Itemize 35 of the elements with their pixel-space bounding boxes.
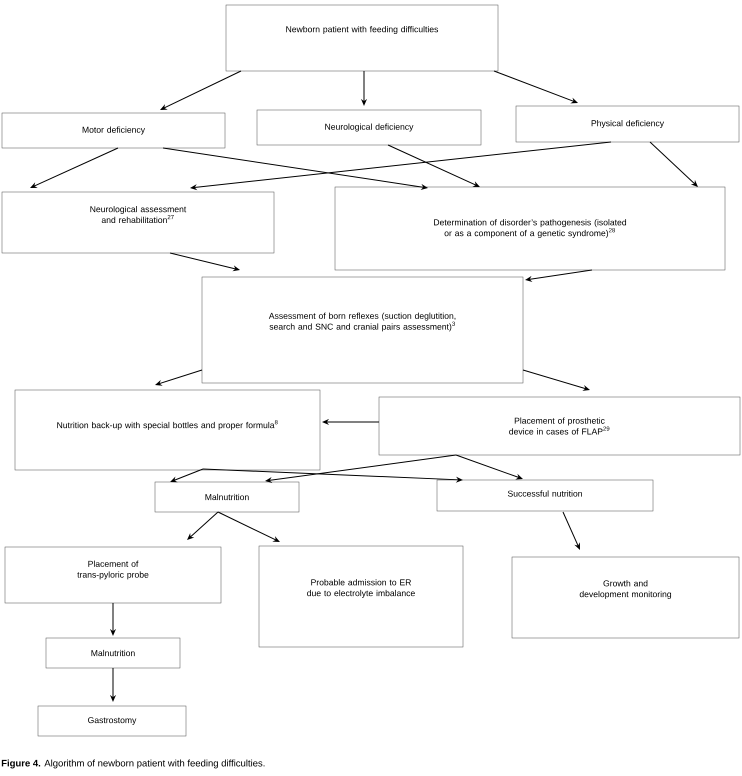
box-text: Gastrostomy <box>88 717 136 725</box>
box-text: Neurological deficiency <box>325 124 414 132</box>
process-box <box>334 186 726 270</box>
process-box <box>2 112 226 148</box>
box-text: Newborn patient with feeding difficulties <box>286 26 438 34</box>
box-text: Placement of prosthetic device in cases of FLAP$^{29}$ <box>509 417 610 435</box>
process-box <box>202 276 524 384</box>
process-box <box>258 546 464 648</box>
process-box <box>2 192 274 254</box>
box-text: Placement of trans-pyloric probe <box>77 560 148 580</box>
arrow <box>187 512 218 540</box>
process-box <box>226 4 498 72</box>
process-box <box>436 480 654 512</box>
box-text: Successful nutrition <box>508 490 582 497</box>
box-text: Neurological assessment and rehabilitation$^{27}$ <box>90 206 186 224</box>
box-text: Physical deficiency <box>592 120 664 128</box>
process-box <box>46 638 180 668</box>
process-box <box>256 110 482 146</box>
box-text: Malnutrition <box>91 650 135 656</box>
process-box <box>512 556 740 638</box>
process-box <box>378 396 740 456</box>
process-box <box>14 390 320 470</box>
box-text: Probable admission to ER due to electrolyte imbalance <box>307 579 415 598</box>
box-text: Nutrition back-up with special bottles and proper formula$^{8}$ <box>57 420 278 430</box>
process-box <box>154 482 300 512</box>
process-box <box>4 546 222 604</box>
figure-caption: Figure 4. Algorithm of newborn patient with feeding difficulties. <box>2 760 264 768</box>
arrow <box>650 142 698 187</box>
box-text: Determination of disorder’s pathogenesis (isolated or as a component of a genetic syndrome)$^{28}$ <box>434 219 626 238</box>
process-box <box>516 106 740 142</box>
box-text: Growth and development monitoring <box>580 580 672 599</box>
box-text: Malnutrition <box>205 494 249 500</box>
process-box <box>38 706 186 736</box>
box-text: Motor deficiency <box>82 126 146 134</box>
box-text: Assessment of born reflexes (suction deglutition, search and SNC and cranial pairs assessment)$^{3}$ <box>268 312 456 332</box>
